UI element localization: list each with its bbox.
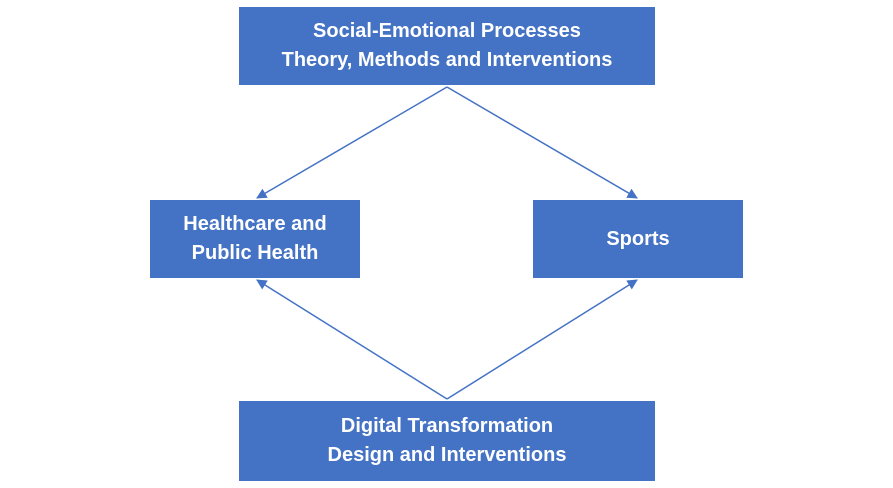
node-social-emotional-processes: Social-Emotional Processes Theory, Metho…: [239, 7, 655, 85]
arrow-top-to-left: [256, 86, 448, 199]
node-title-line1: Digital Transformation: [340, 415, 554, 437]
node-title-line1: Social-Emotional Processes: [313, 20, 581, 42]
node-title-line2: Design and Interventions: [327, 444, 567, 466]
arrow-bottom-to-left: [256, 279, 448, 400]
node-title-line2: Public Health: [191, 242, 319, 264]
node-title-line2: Theory, Methods and Interventions: [281, 49, 613, 71]
node-title-line1: Healthcare and: [183, 213, 327, 235]
node-healthcare-public-health: Healthcare and Public Health: [150, 200, 360, 278]
node-title-line1: Sports: [606, 227, 670, 250]
arrow-top-to-right: [446, 86, 638, 199]
node-sports: Sports: [533, 200, 743, 278]
node-digital-transformation: Digital Transformation Design and Interv…: [239, 401, 655, 481]
arrow-bottom-to-right: [446, 279, 638, 400]
